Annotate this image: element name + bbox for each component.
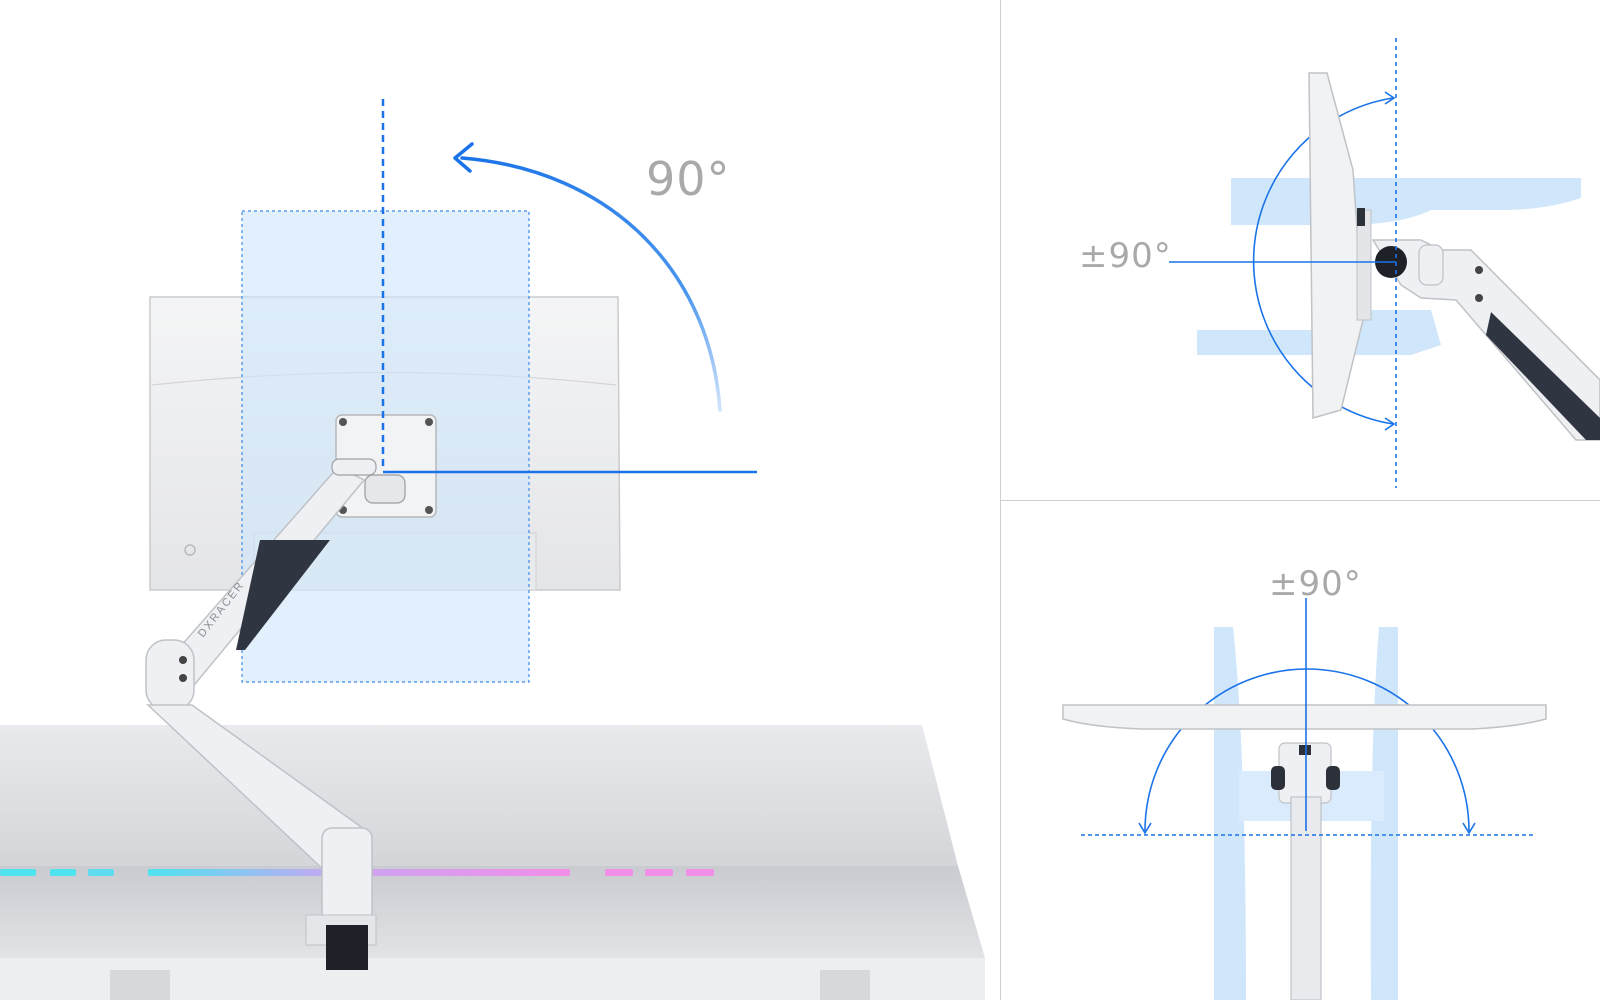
swivel-illustration <box>1062 598 1547 1000</box>
arrow-head-icon <box>1462 822 1476 835</box>
monitor-arm <box>145 458 377 970</box>
swivel-angle-label: ±90° <box>1269 564 1362 604</box>
rotation-illustration: DXRACER <box>0 99 985 1000</box>
arrow-head-icon <box>1384 417 1396 431</box>
rotation-angle-label: 90° <box>646 152 731 206</box>
tilt-angle-label: ±90° <box>1079 236 1172 276</box>
vesa-mount-plate <box>335 414 437 518</box>
rgb-light-strip <box>0 869 714 876</box>
swivel-view-panel: ±90° <box>1001 501 1600 1000</box>
arrow-head-icon <box>1384 91 1396 105</box>
panel-divider-horizontal <box>1000 500 1600 501</box>
tilt-illustration <box>1169 38 1600 488</box>
rotation-view-panel: DXRACER 90° <box>0 99 985 1000</box>
monitor-top-view <box>1062 704 1547 730</box>
desk <box>0 725 985 1000</box>
swivel-arc-arrow <box>1144 668 1470 832</box>
rotation-arc-arrow <box>460 156 722 412</box>
monitor-side-profile <box>1308 72 1372 419</box>
tilt-view-panel: ±90° <box>1001 0 1600 500</box>
arrow-head-icon <box>1138 822 1152 835</box>
arrow-head-icon <box>453 142 474 173</box>
